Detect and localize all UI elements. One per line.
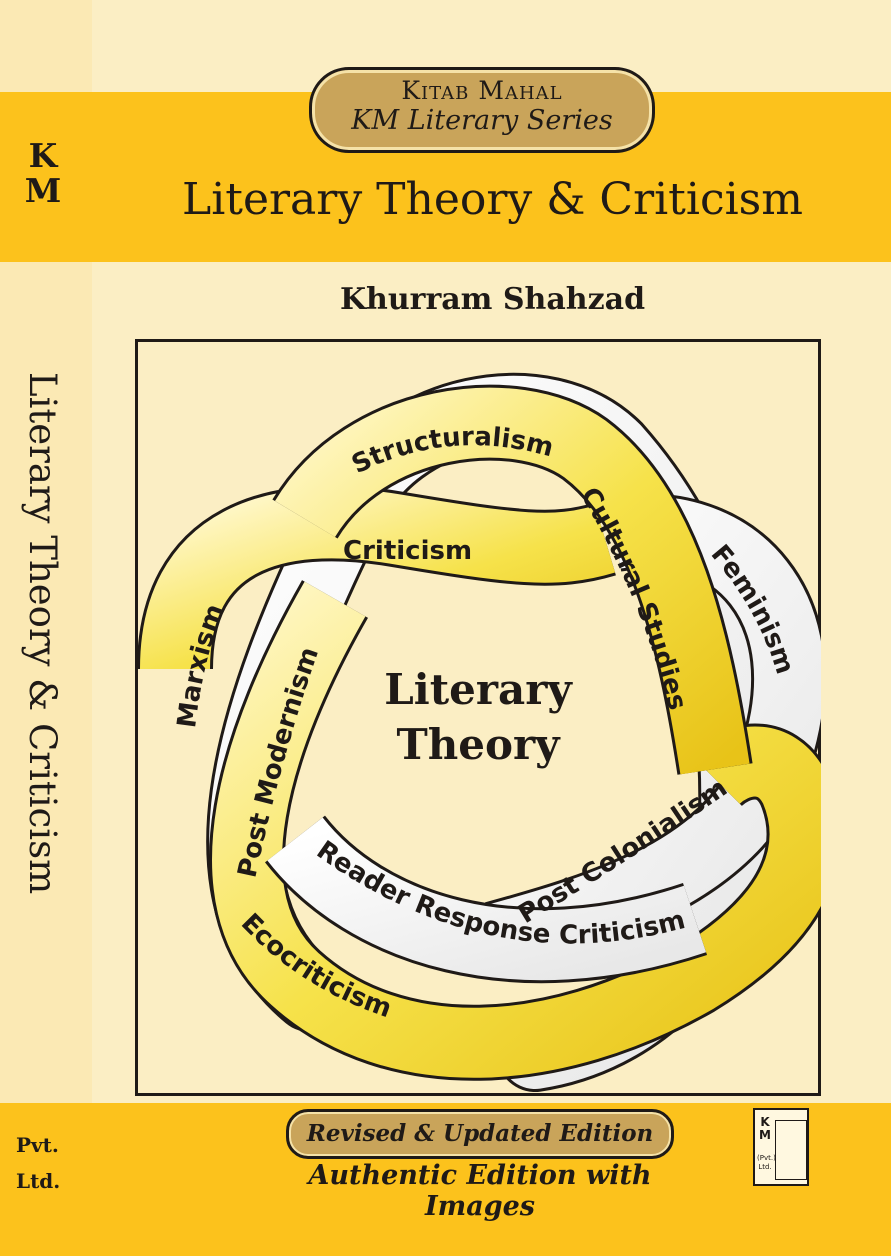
edition-badge: Revised & Updated Edition [286, 1109, 674, 1159]
logo-m: M [759, 1128, 771, 1142]
center-label-literary: Literary [384, 665, 573, 714]
spine-title: Literary Theory & Criticism [21, 372, 64, 895]
spine-pvt: Pvt. [16, 1133, 59, 1157]
logo-ltd: Ltd. [758, 1163, 772, 1171]
label-criticism: Criticism [343, 536, 472, 566]
series-name: KM Literary Series [351, 105, 613, 136]
spine-logo-k: K [28, 136, 58, 175]
literary-theory-diagram: Structuralism Criticism Cultural Studies… [137, 372, 821, 1092]
logo-pvt: (Pvt.) [757, 1154, 776, 1162]
ring-fill-d [212, 581, 821, 1078]
spine-logo: K M [18, 138, 68, 208]
logo-pvt-ltd: (Pvt.) Ltd. [757, 1154, 776, 1172]
spine-ltd: Ltd. [16, 1169, 61, 1193]
logo-k: K [760, 1115, 770, 1129]
ring-fill-f [267, 816, 707, 981]
series-badge: Kitab Mahal KM Literary Series [309, 67, 655, 153]
logo-km: K M [757, 1116, 773, 1142]
publisher-logo: K M (Pvt.) Ltd. [753, 1108, 809, 1186]
spine-logo-m: M [24, 171, 62, 210]
authentic-edition-text: Authentic Edition with Images [308, 1160, 652, 1222]
book-icon [775, 1120, 807, 1180]
book-title: Literary Theory & Criticism [182, 174, 803, 225]
publisher-name: Kitab Mahal [401, 76, 563, 105]
ring-fill-e [275, 387, 750, 775]
author-name: Khurram Shahzad [339, 282, 646, 317]
center-label-theory: Theory [396, 720, 561, 769]
spine-pvt-ltd: Pvt. Ltd. [16, 1127, 60, 1199]
ring-fill-b [140, 488, 616, 671]
